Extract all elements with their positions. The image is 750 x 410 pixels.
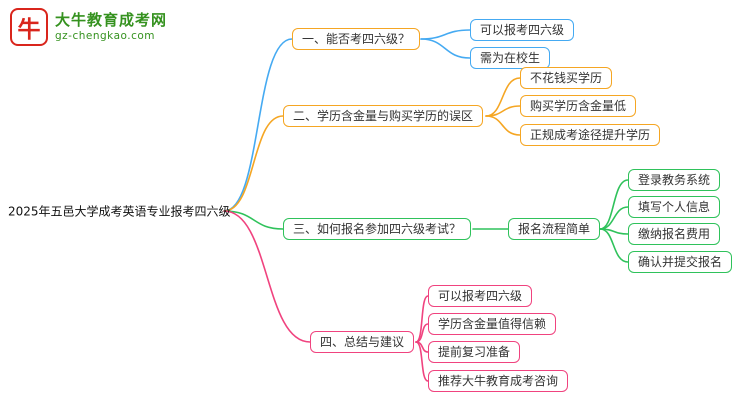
- branch-2-connectors: [223, 77, 521, 212]
- branch-1-item: 可以报考四六级: [470, 19, 575, 41]
- logo-subtitle: gz-chengkao.com: [55, 29, 156, 42]
- branch-3-item: 缴纳报名费用: [628, 223, 721, 245]
- branch-4-item: 学历含金量值得信赖: [428, 313, 557, 335]
- branch-3-item: 填写个人信息: [628, 196, 721, 218]
- logo-text: 大牛教育成考网 gz-chengkao.com: [55, 11, 167, 43]
- branch-4-item: 可以报考四六级: [428, 285, 533, 307]
- branch-3-topic: 三、如何报名参加四六级考试？: [283, 218, 472, 240]
- logo-title: 大牛教育成考网: [55, 11, 168, 30]
- branch-3-subtopic: 报名流程简单: [508, 218, 601, 240]
- branch-2-item: 不花钱买学历: [520, 67, 613, 89]
- branch-3-item: 登录教务系统: [628, 169, 721, 191]
- branch-2-topic: 二、学历含金量与购买学历的误区: [283, 105, 484, 127]
- mindmap-root-topic: 2025年五邑大学成考英语专业报考四六级: [8, 204, 231, 219]
- branch-1-topic: 一、能否考四六级？: [292, 28, 421, 50]
- branch-1-item: 需为在校生: [470, 47, 551, 69]
- branch-4-topic: 四、总结与建议: [310, 331, 415, 353]
- branch-4-item: 推荐大牛教育成考咨询: [428, 370, 569, 392]
- branch-4-item: 提前复习准备: [428, 341, 521, 363]
- branch-3-item: 确认并提交报名: [628, 251, 733, 273]
- bull-logo-icon: 牛: [10, 8, 48, 46]
- branch-2-item: 正规成考途径提升学历: [520, 124, 661, 146]
- branch-2-item: 购买学历含金量低: [520, 95, 637, 117]
- site-logo: 牛 大牛教育成考网 gz-chengkao.com: [10, 8, 167, 46]
